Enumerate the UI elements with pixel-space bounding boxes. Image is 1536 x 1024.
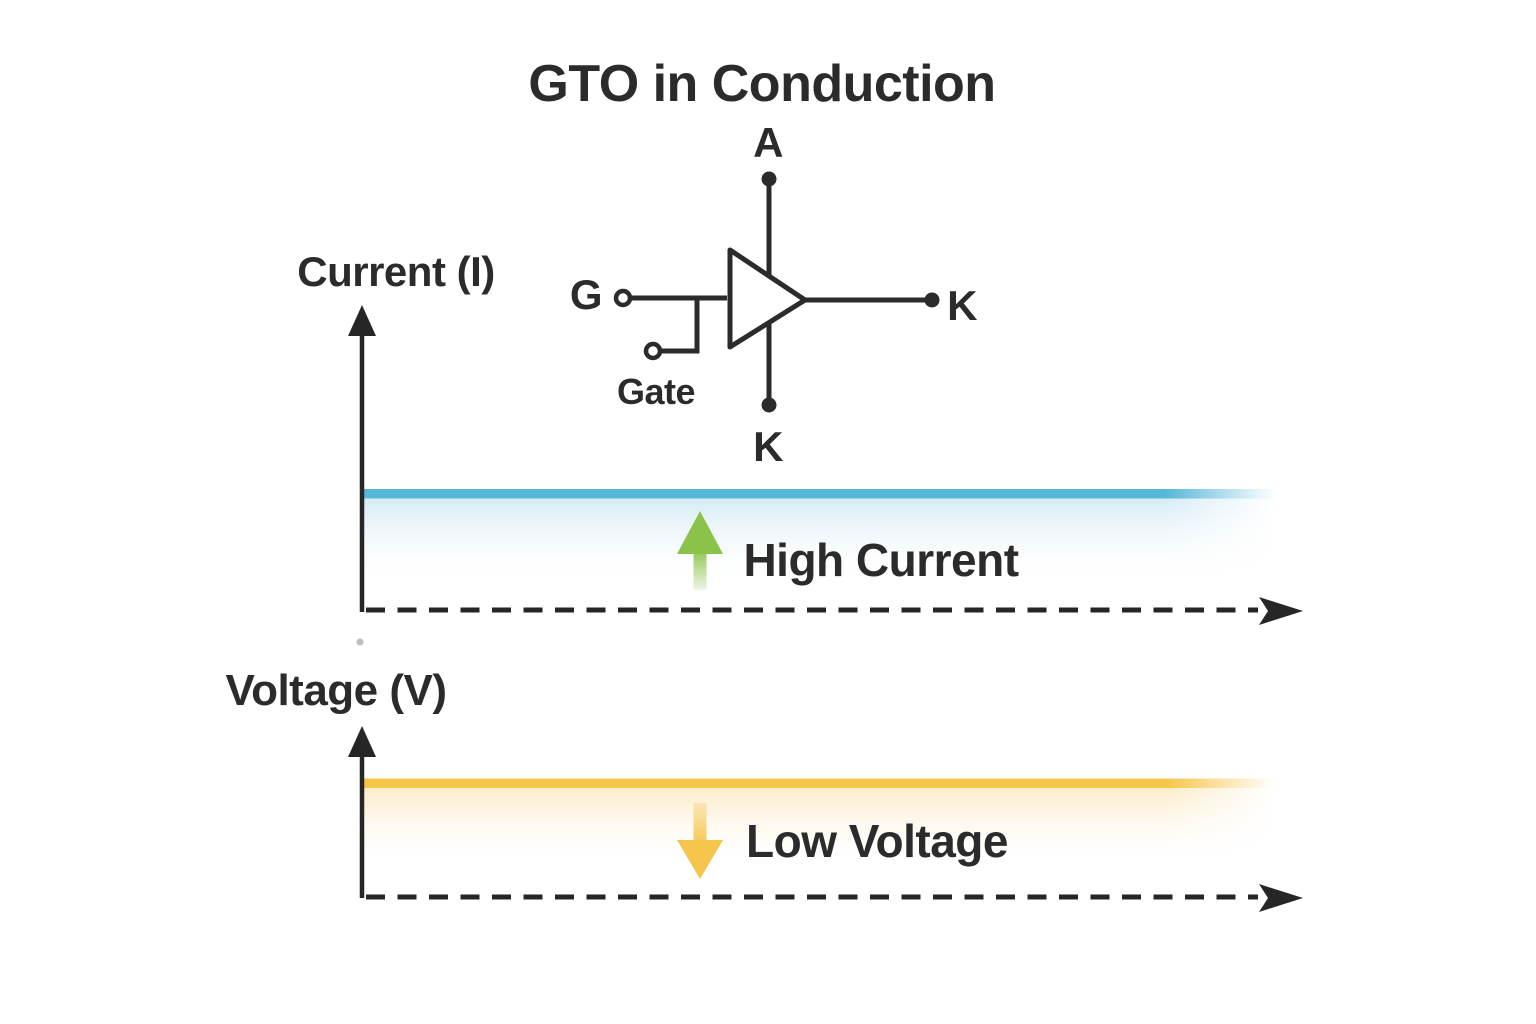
current-level-line [363, 489, 1273, 499]
gate-terminal-circle [613, 288, 633, 308]
cathode-right-terminal-dot [924, 292, 940, 308]
low-voltage-down-arrow-tail [693, 803, 707, 843]
figure-title: GTO in Conduction [528, 55, 996, 113]
anode-label: A [753, 119, 783, 166]
high-current-up-arrow-tail [693, 550, 707, 590]
current-x-axis-arrowhead-icon [1259, 597, 1303, 625]
gto-symbol [613, 171, 940, 413]
voltage-y-axis-arrowhead-icon [348, 726, 376, 757]
current-graph [348, 305, 1303, 625]
gate-branch-circle [643, 341, 663, 361]
high-current-up-arrow-icon [677, 511, 723, 554]
current-y-axis-arrowhead-icon [348, 305, 376, 336]
cathode-bottom-label: K [753, 423, 783, 470]
high-current-annotation: High Current [743, 534, 1019, 586]
low-voltage-down-arrow-icon [677, 840, 723, 879]
voltage-x-axis-arrowhead-icon [1259, 884, 1303, 912]
gate-word-label: Gate [616, 371, 696, 412]
stray-dot-artifact [356, 638, 364, 646]
current-axis-label: Current (I) [297, 248, 495, 295]
anode-terminal-dot [761, 171, 777, 187]
cathode-right-label: K [947, 282, 977, 329]
gate-branch-lead [661, 298, 700, 354]
current-area-fade [363, 497, 1273, 585]
voltage-axis-label: Voltage (V) [225, 666, 447, 715]
thyristor-triangle [727, 247, 808, 350]
voltage-graph [348, 726, 1303, 912]
low-voltage-annotation: Low Voltage [746, 815, 1009, 867]
voltage-level-line [363, 778, 1273, 788]
cathode-bottom-terminal-dot [761, 397, 777, 413]
voltage-area-fade [363, 787, 1273, 867]
gate-terminal-label: G [569, 271, 603, 318]
